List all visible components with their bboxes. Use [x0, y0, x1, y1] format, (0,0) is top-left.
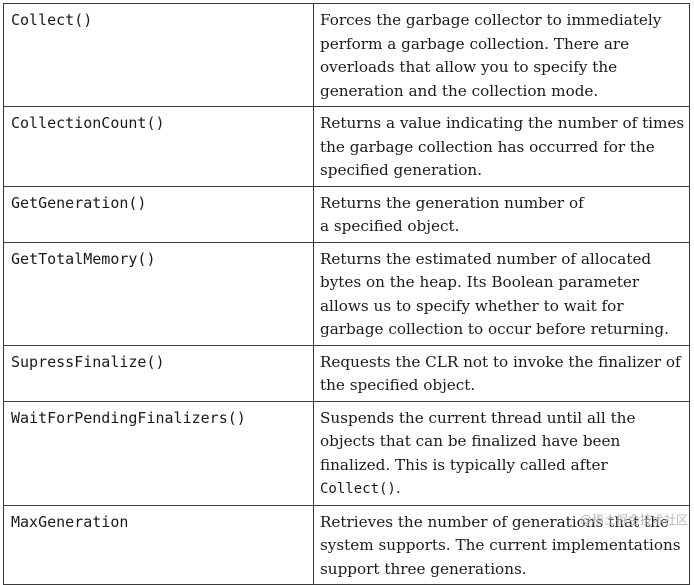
member-name: CollectionCount(): [3, 106, 314, 187]
table-row: SupressFinalize() Requests the CLR not t…: [3, 344, 690, 402]
description-line: Returns the generation number of: [320, 193, 584, 212]
member-name: MaxGeneration: [3, 504, 314, 585]
member-description: Returns a value indicating the number of…: [313, 106, 690, 187]
member-description: Requests the CLR not to invoke the final…: [313, 344, 690, 402]
description-text: .: [395, 479, 401, 497]
member-name: SupressFinalize(): [3, 344, 314, 402]
table-row: Collect() Forces the garbage collector t…: [3, 3, 690, 107]
member-description: Returns the generation number of a specif…: [313, 185, 690, 243]
member-name: WaitForPendingFinalizers(): [3, 400, 314, 506]
table-row: CollectionCount() Returns a value indica…: [3, 106, 690, 187]
member-name: GetGeneration(): [3, 185, 314, 243]
watermark: @稀土掘金技术社区: [579, 513, 688, 527]
gc-members-table: Collect() Forces the garbage collector t…: [3, 3, 690, 585]
member-description: Returns the estimated number of allocate…: [313, 241, 690, 346]
table-row: GetTotalMemory() Returns the estimated n…: [3, 241, 690, 346]
table-row: GetGeneration() Returns the generation n…: [3, 185, 690, 243]
inline-code: Collect(): [320, 481, 396, 497]
member-name: Collect(): [3, 3, 314, 107]
member-name: GetTotalMemory(): [3, 241, 314, 346]
table-row: WaitForPendingFinalizers() Suspends the …: [3, 400, 690, 506]
member-description: Forces the garbage collector to immediat…: [313, 3, 690, 107]
description-line: a specified object.: [320, 217, 460, 235]
member-description: Suspends the current thread until all th…: [313, 400, 690, 506]
description-text: Suspends the current thread until all th…: [320, 408, 636, 474]
